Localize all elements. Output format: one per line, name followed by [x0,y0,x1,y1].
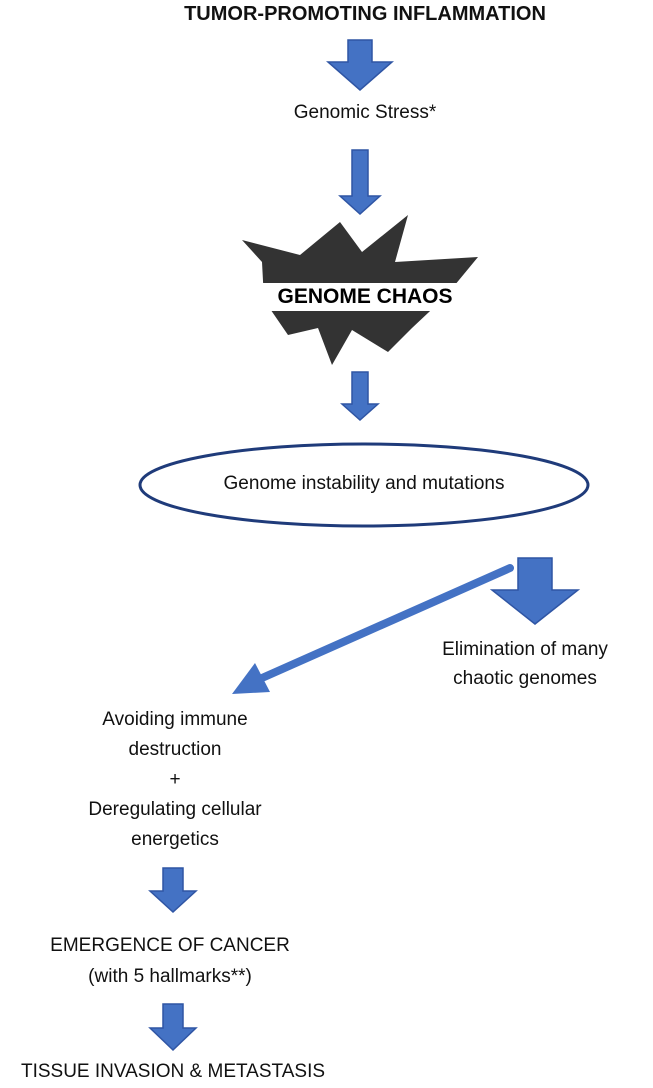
node-avoiding-line-1: Avoiding immune [102,709,248,730]
down-arrow-7 [148,1003,198,1052]
down-arrow-elimination [489,557,581,625]
down-arrow-6 [148,867,198,914]
instability-ellipse [138,442,590,528]
down-arrow-1 [326,39,394,91]
node-plus: + [169,769,181,790]
diagonal-arrow [232,564,514,694]
down-arrow-2 [338,149,382,216]
title-inflammation: TUMOR-PROMOTING INFLAMMATION [184,3,546,25]
node-avoiding-line-2: destruction [128,739,222,760]
node-genomic-stress: Genomic Stress* [293,102,437,123]
node-genome-chaos: GENOME CHAOS [230,283,500,312]
node-emergence: EMERGENCE OF CANCER (with 5 hallmarks**) [10,930,330,992]
node-deregulating-line-1: Deregulating cellular [88,799,262,820]
node-deregulating-line-2: energetics [131,829,219,850]
node-emergence-line-2: (with 5 hallmarks**) [88,966,252,987]
node-elimination: Elimination of many chaotic genomes [405,635,645,693]
node-avoiding-immune: Avoiding immune destruction + Deregulati… [40,705,310,855]
node-elimination-line-1: Elimination of many [442,639,608,660]
node-instability: Genome instability and mutations [223,473,505,494]
node-tissue-invasion: TISSUE INVASION & METASTASIS [20,1061,326,1082]
node-elimination-line-2: chaotic genomes [453,668,597,689]
down-arrow-3 [340,371,380,422]
node-emergence-line-1: EMERGENCE OF CANCER [50,935,290,956]
